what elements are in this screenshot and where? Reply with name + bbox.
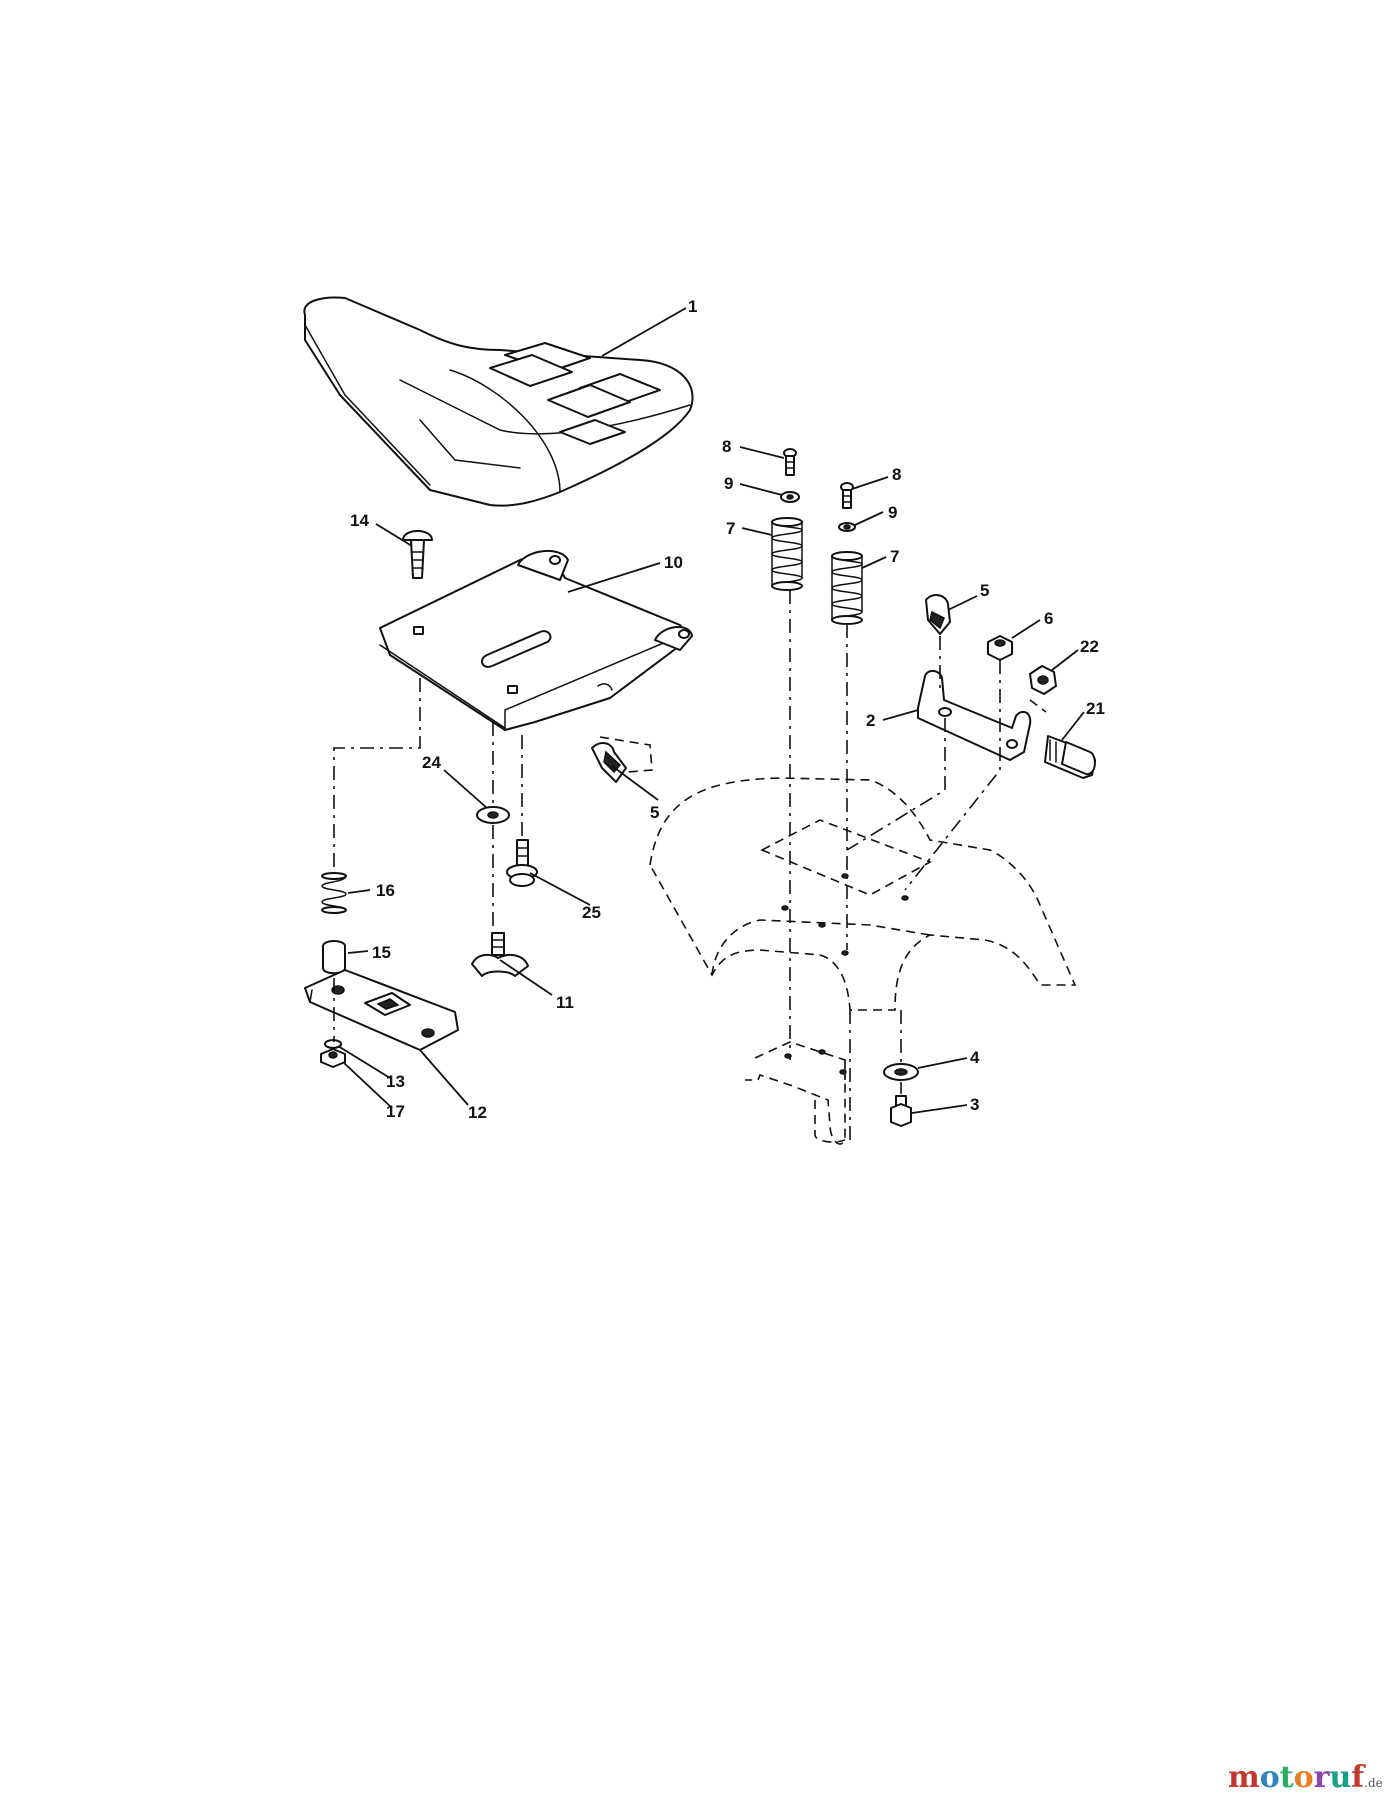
seat-cushion-pads xyxy=(489,342,661,445)
nut-22-part xyxy=(1029,665,1057,695)
callout-5-right: 5 xyxy=(980,581,989,600)
watermark-letter-u: u xyxy=(1329,1760,1352,1795)
watermark-letter-t: t xyxy=(1279,1760,1294,1795)
knob-11-part xyxy=(471,932,529,977)
callout-8-right: 8 xyxy=(892,465,901,484)
washer-9-left-part xyxy=(780,491,800,503)
nut-6-part xyxy=(987,635,1013,661)
seat-pan-part xyxy=(379,549,693,731)
callout-5-left: 5 xyxy=(650,803,659,822)
callout-6: 6 xyxy=(1044,609,1053,628)
callout-8-left: 8 xyxy=(722,437,731,456)
watermark-logo: motoruf.de xyxy=(1228,1760,1383,1795)
callout-13: 13 xyxy=(386,1072,405,1091)
callout-10: 10 xyxy=(664,553,683,572)
callout-16: 16 xyxy=(376,881,395,900)
washer-9-right-part xyxy=(838,522,856,532)
callout-12: 12 xyxy=(468,1103,487,1122)
callout-22: 22 xyxy=(1080,637,1099,656)
bracket-2-part xyxy=(917,670,1032,761)
callout-7-right: 7 xyxy=(890,547,899,566)
carriage-bolt-part xyxy=(402,530,433,579)
clip-left-part xyxy=(591,736,653,783)
spring-7-right-part xyxy=(831,551,863,625)
bolt-21-part xyxy=(1044,735,1096,779)
leader-lines xyxy=(337,307,1085,1114)
washer-24-part xyxy=(476,806,510,824)
clip-right-part xyxy=(925,594,951,635)
callout-25: 25 xyxy=(582,903,601,922)
watermark-letter-r: r xyxy=(1313,1760,1330,1795)
watermark-letter-f: f xyxy=(1351,1760,1365,1795)
spring-16-part xyxy=(321,872,347,914)
mount-bracket-outline xyxy=(745,1041,847,1145)
callout-21: 21 xyxy=(1086,699,1105,718)
callout-24: 24 xyxy=(422,753,441,772)
callout-11: 11 xyxy=(556,993,574,1012)
washer-4-part xyxy=(883,1063,919,1081)
seat-part xyxy=(303,296,694,507)
left-assembly-lines xyxy=(333,678,523,1042)
bolt-8-left-part xyxy=(783,448,797,476)
callout-9-left: 9 xyxy=(724,474,733,493)
nut-17-part xyxy=(320,1048,346,1068)
callout-15: 15 xyxy=(372,943,391,962)
watermark-letter-o1: o xyxy=(1259,1760,1280,1795)
callout-17: 17 xyxy=(386,1102,405,1121)
bolt-3-part xyxy=(890,1095,912,1127)
right-assembly-lines xyxy=(789,590,1047,1140)
tractor-frame-outline xyxy=(649,777,1077,1011)
bolt-8-right-part xyxy=(840,482,854,509)
spring-7-left-part xyxy=(771,517,803,591)
watermark-letter-o2: o xyxy=(1293,1760,1314,1795)
watermark-tld: .de xyxy=(1364,1776,1383,1790)
callout-3: 3 xyxy=(970,1095,979,1114)
callout-numbers: 1 10 14 5 24 25 11 16 15 12 13 17 8 9 7 … xyxy=(350,297,1105,1122)
watermark-letter-m: m xyxy=(1228,1760,1260,1795)
callout-4: 4 xyxy=(970,1048,980,1067)
callout-1: 1 xyxy=(688,297,697,316)
callout-14: 14 xyxy=(350,511,369,530)
callout-2: 2 xyxy=(866,711,875,730)
slide-rail-part xyxy=(304,969,459,1051)
callout-7-left: 7 xyxy=(726,519,735,538)
bolt-25-part xyxy=(506,839,538,887)
callout-9-right: 9 xyxy=(888,503,897,522)
spacer-15-part xyxy=(322,940,346,975)
